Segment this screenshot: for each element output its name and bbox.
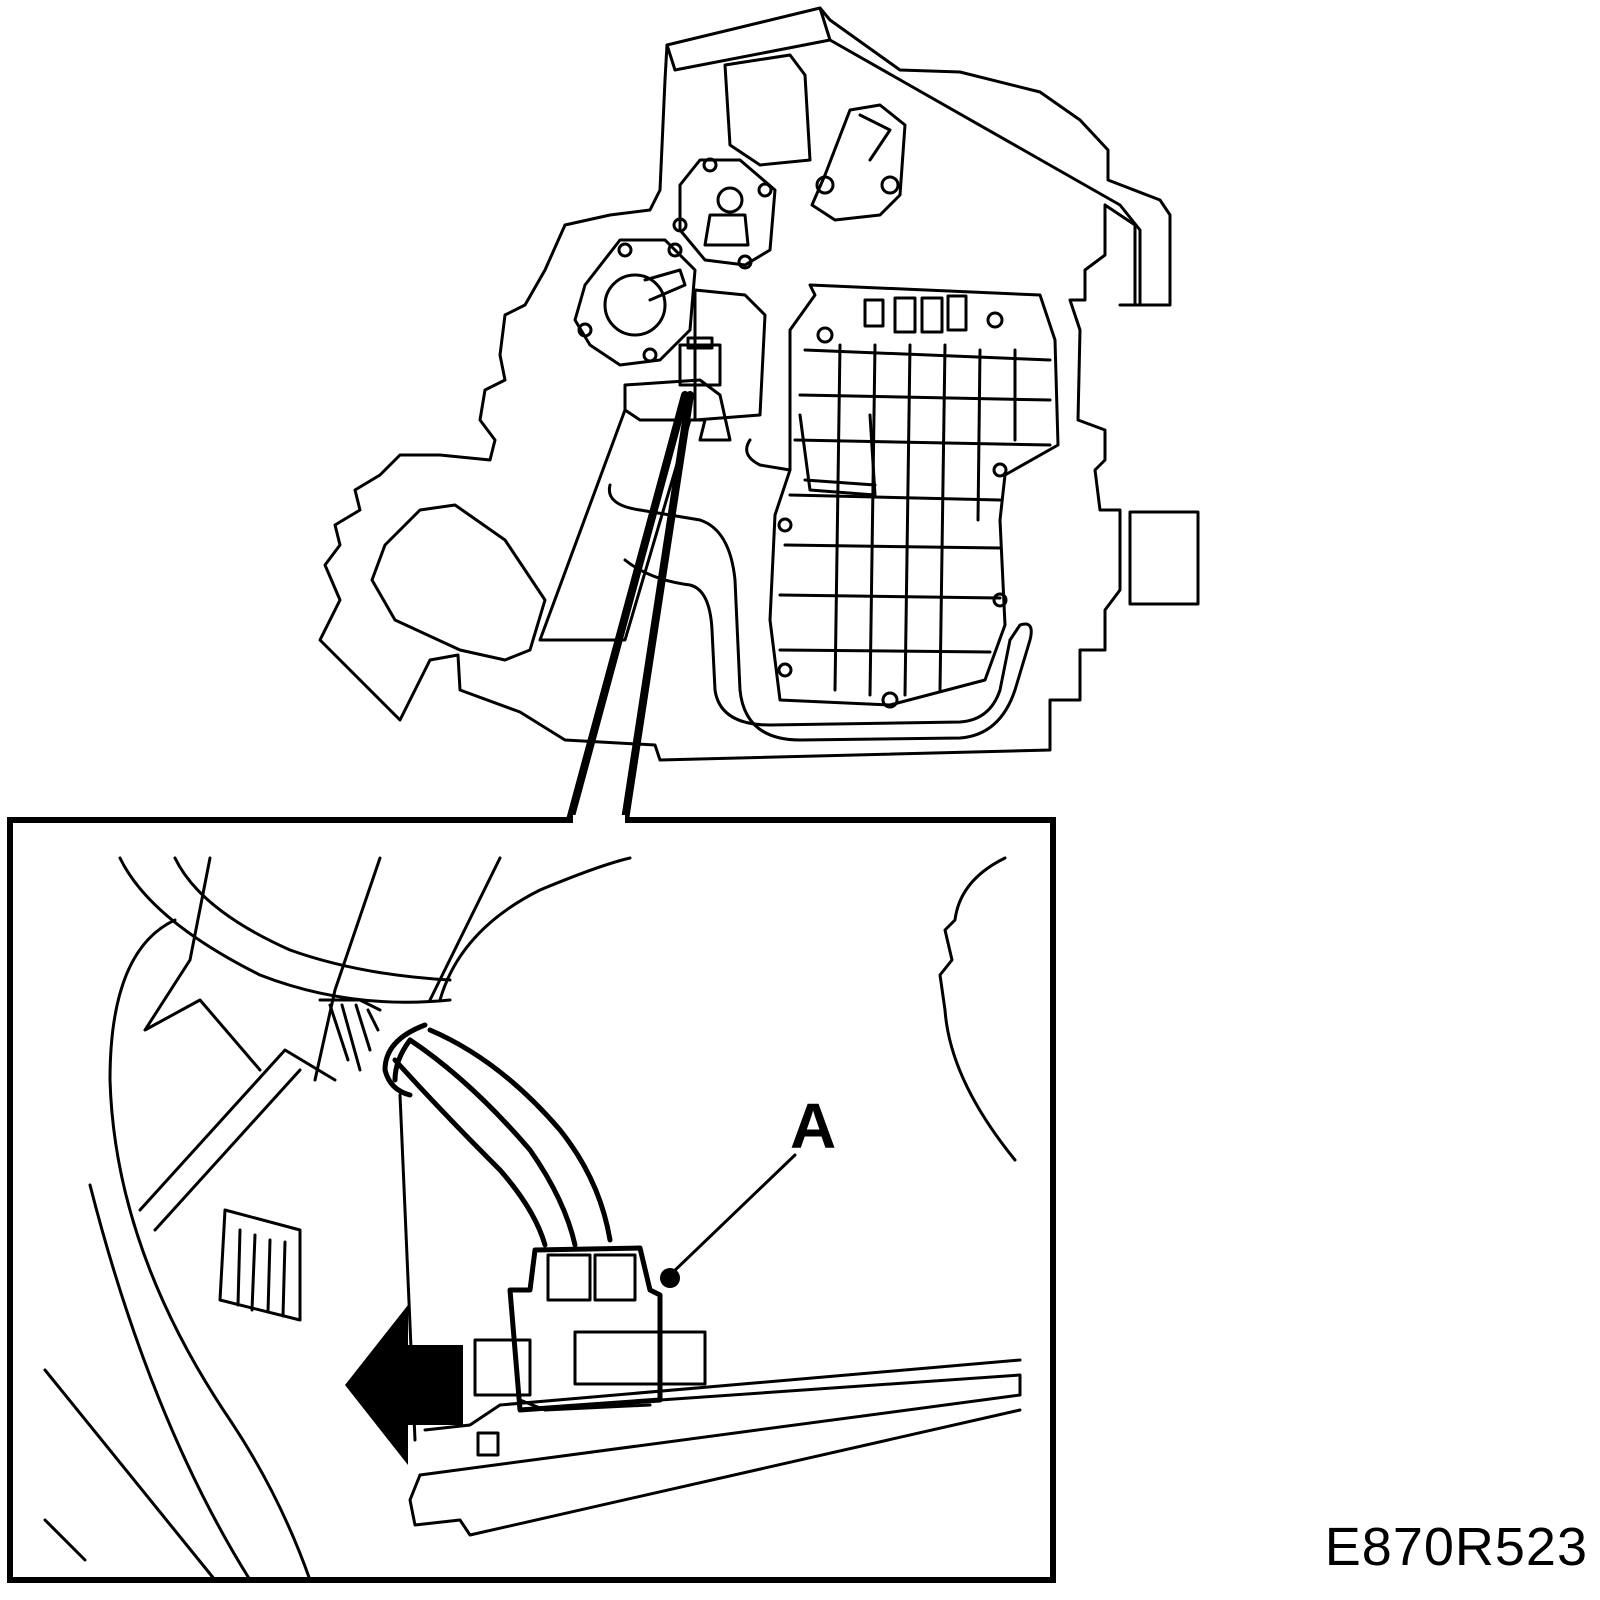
release-arrow xyxy=(345,1305,463,1465)
actuator-motor-left xyxy=(573,238,697,367)
left-tube xyxy=(538,408,692,642)
detail-strut-1 xyxy=(43,1368,217,1582)
upper-opening xyxy=(723,53,812,167)
callout-a-label: A xyxy=(790,1090,836,1162)
detail-hatching xyxy=(218,998,382,1322)
detail-duct-upper-inner xyxy=(173,856,452,982)
left-opening xyxy=(370,503,547,662)
detail-duct-upper xyxy=(118,856,452,1004)
release-arrow-head xyxy=(345,1305,408,1465)
detail-left-curve xyxy=(108,918,312,1582)
detail-left-curve-2 xyxy=(88,1183,252,1582)
zoom-line-right xyxy=(621,391,694,824)
callout-a-leader xyxy=(668,1153,797,1277)
detail-strut-2 xyxy=(43,1518,87,1562)
heater-pipe-outer xyxy=(607,483,1033,742)
release-arrow-body xyxy=(405,1345,463,1425)
detail-struts xyxy=(143,856,502,1082)
heater-pipe-inner xyxy=(623,558,1012,727)
actuator-motor-right xyxy=(810,103,907,222)
detail-lower-ledge xyxy=(408,1408,1022,1537)
detail-frame xyxy=(7,817,1056,1583)
zoom-line-left xyxy=(566,391,689,824)
detail-housing-curve xyxy=(438,856,632,1002)
detail-small-tab xyxy=(476,1431,500,1457)
hvac-unit-overview xyxy=(318,6,1200,762)
detail-inset: A xyxy=(7,815,1056,1583)
callout-a: A xyxy=(660,1090,836,1288)
actuator-motor-upper xyxy=(672,157,777,270)
heater-core-panel xyxy=(768,283,1060,709)
sensor-connector-small xyxy=(623,288,767,442)
detail-bracket xyxy=(138,1048,337,1232)
side-module xyxy=(1128,510,1200,606)
callout-a-dot xyxy=(660,1268,680,1288)
figure-code: E870R523 xyxy=(1324,1517,1588,1577)
detail-housing-edge xyxy=(938,856,1017,1162)
detail-lower-bracket xyxy=(418,1358,1022,1477)
housing-top-tab xyxy=(665,6,832,72)
housing-outline xyxy=(318,6,1172,762)
wiring-harness xyxy=(382,1022,613,1442)
right-duct xyxy=(828,38,1142,307)
heater-pipe-stub xyxy=(745,438,792,472)
zoom-leader xyxy=(566,391,694,824)
